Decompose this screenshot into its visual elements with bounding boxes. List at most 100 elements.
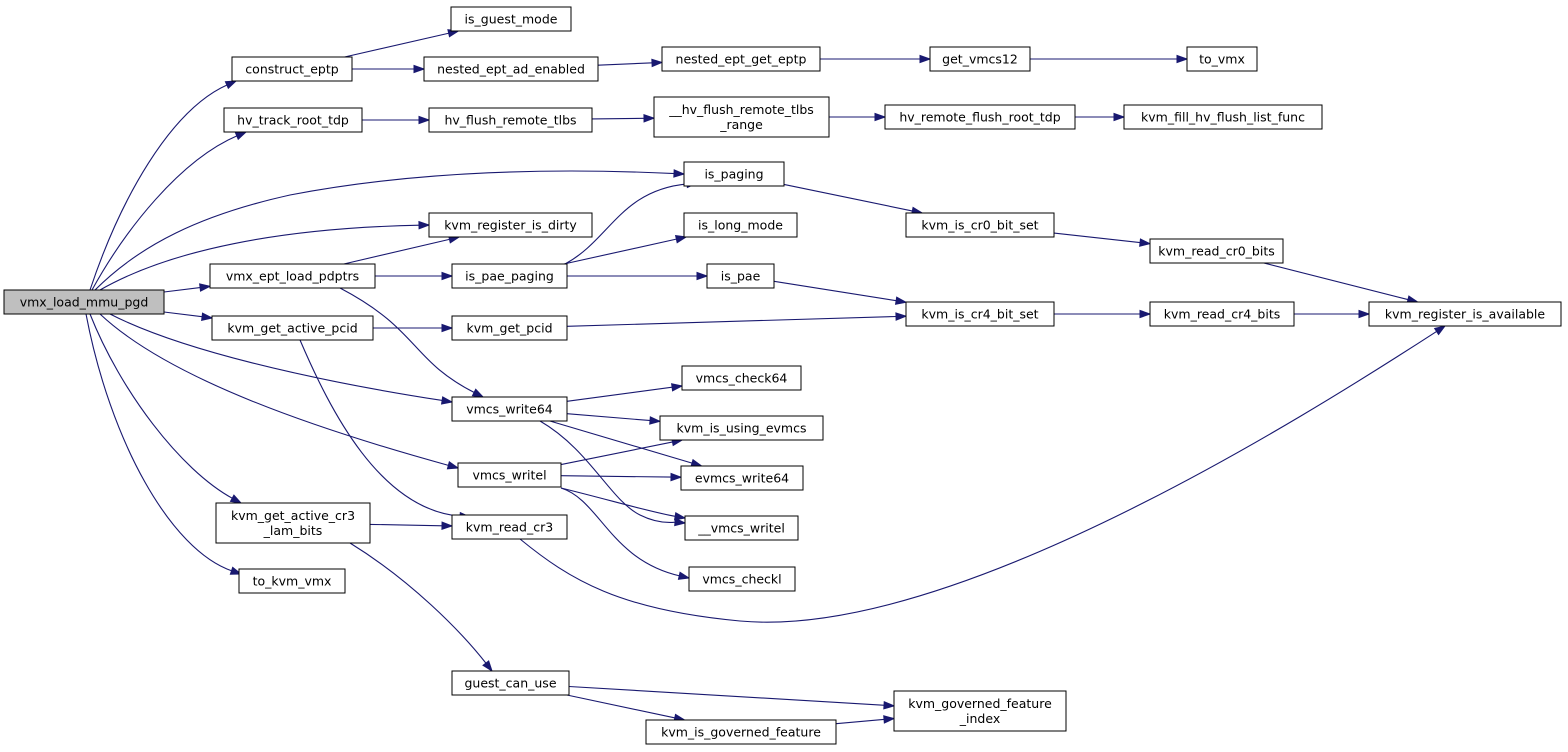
node-hv_remote_flush_root_tdp[interactable]: hv_remote_flush_root_tdp — [884, 104, 1076, 130]
arrowhead — [643, 113, 656, 123]
node-kvm_fill_hv_flush_list_func[interactable]: kvm_fill_hv_flush_list_func — [1123, 104, 1323, 130]
node-label: vmx_load_mmu_pgd — [20, 295, 149, 310]
node-hv_track_root_tdp[interactable]: hv_track_root_tdp — [223, 107, 363, 133]
edge-kvm_is_governed_feature-to-kvm_governed_feature_index — [835, 715, 896, 725]
arrowhead — [224, 80, 238, 90]
node-label: kvm_governed_feature — [908, 696, 1052, 711]
edge-vmcs_writel-to-vmcs_checkl — [560, 487, 691, 580]
node-box — [457, 462, 562, 488]
edge-line — [343, 238, 451, 265]
node-get_vmcs12[interactable]: get_vmcs12 — [929, 46, 1031, 72]
arrowhead — [677, 571, 691, 580]
node-hv_flush_remote_tlbs[interactable]: hv_flush_remote_tlbs — [428, 107, 593, 133]
node-vmcs_write64[interactable]: vmcs_write64 — [451, 396, 568, 422]
arrowhead — [440, 396, 454, 405]
node-kvm_read_cr0_bits[interactable]: kvm_read_cr0_bits — [1149, 238, 1284, 264]
node-vmcs_checkl[interactable]: vmcs_checkl — [688, 566, 796, 592]
node-is_guest_mode[interactable]: is_guest_mode — [450, 6, 572, 32]
node-kvm_read_cr3[interactable]: kvm_read_cr3 — [451, 514, 568, 540]
node-evmcs_write64[interactable]: evmcs_write64 — [680, 465, 804, 491]
edge-vmx_load_mmu_pgd-to-is_paging — [94, 169, 686, 291]
arrowhead — [229, 494, 243, 504]
node-construct_eptp[interactable]: construct_eptp — [231, 56, 353, 82]
node-label: is_paging — [704, 167, 763, 182]
node-kvm_is_using_evmcs[interactable]: kvm_is_using_evmcs — [659, 415, 824, 441]
node-label: vmcs_check64 — [696, 371, 788, 386]
node-label: kvm_get_active_cr3 — [231, 508, 355, 523]
arrowhead — [883, 700, 896, 710]
node-nested_ept_ad_enabled[interactable]: nested_ept_ad_enabled — [423, 56, 599, 82]
node-box — [706, 263, 775, 289]
node-to_vmx[interactable]: to_vmx — [1186, 46, 1258, 72]
node-box — [238, 568, 346, 594]
edge-line — [109, 313, 444, 402]
arrowhead — [883, 715, 896, 724]
arrowhead — [441, 323, 454, 333]
node-box — [905, 212, 1055, 238]
edge-vmx_load_mmu_pgd-to-to_kvm_vmx — [85, 313, 243, 575]
node-box — [653, 96, 830, 138]
node-label: evmcs_write64 — [695, 471, 789, 486]
node-box — [428, 212, 593, 238]
arrowhead — [1433, 325, 1447, 336]
arrowhead — [673, 169, 686, 178]
node-kvm_get_active_pcid[interactable]: kvm_get_active_pcid — [211, 315, 374, 341]
edge-vmx_ept_load_pdptrs-to-kvm_register_is_dirty — [343, 235, 461, 265]
node-vmx_ept_load_pdptrs[interactable]: vmx_ept_load_pdptrs — [209, 263, 376, 289]
node-label: kvm_is_cr0_bit_set — [921, 218, 1038, 233]
node-kvm_get_pcid[interactable]: kvm_get_pcid — [451, 315, 568, 341]
node-vmx_load_mmu_pgd[interactable]: vmx_load_mmu_pgd — [3, 289, 165, 315]
node-nested_ept_get_eptp[interactable]: nested_ept_get_eptp — [661, 46, 821, 72]
node-kvm_is_governed_feature[interactable]: kvm_is_governed_feature — [645, 719, 837, 745]
arrowhead — [418, 115, 431, 125]
edges-layer — [85, 29, 1447, 725]
node-box — [450, 6, 572, 32]
node-box — [428, 107, 593, 133]
node-kvm_read_cr4_bits[interactable]: kvm_read_cr4_bits — [1149, 301, 1295, 327]
edge-line — [835, 718, 886, 725]
node-label: vmx_ept_load_pdptrs — [226, 269, 359, 284]
edge-vmx_load_mmu_pgd-to-vmx_ept_load_pdptrs — [163, 283, 212, 293]
edge-line — [163, 311, 204, 318]
node-is_paging[interactable]: is_paging — [683, 161, 785, 187]
node-__hv_flush_remote_tlbs_range[interactable]: __hv_flush_remote_tlbs_range — [653, 96, 830, 138]
node-__vmcs_writel[interactable]: __vmcs_writel — [684, 515, 799, 541]
edge-kvm_is_cr4_bit_set-to-kvm_read_cr4_bits — [1054, 309, 1152, 319]
node-label: kvm_read_cr0_bits — [1158, 244, 1275, 259]
node-vmcs_writel[interactable]: vmcs_writel — [457, 462, 562, 488]
node-box — [905, 301, 1055, 327]
node-guest_can_use[interactable]: guest_can_use — [451, 670, 570, 696]
node-label: is_pae_paging — [465, 269, 554, 284]
edge-line — [563, 238, 678, 265]
arrowhead — [673, 511, 687, 521]
edge-is_pae-to-kvm_is_cr4_bit_set — [773, 280, 908, 305]
edge-line — [549, 420, 694, 464]
node-kvm_is_cr0_bit_set[interactable]: kvm_is_cr0_bit_set — [905, 212, 1055, 238]
node-label: __vmcs_writel — [697, 521, 785, 536]
edge-kvm_get_pcid-to-kvm_is_cr4_bit_set — [566, 312, 908, 327]
node-kvm_governed_feature_index[interactable]: kvm_governed_feature_index — [893, 690, 1067, 732]
node-vmcs_check64[interactable]: vmcs_check64 — [681, 365, 802, 391]
node-kvm_register_is_dirty[interactable]: kvm_register_is_dirty — [428, 212, 593, 238]
node-box — [688, 566, 796, 592]
arrowhead — [199, 283, 212, 292]
node-is_pae[interactable]: is_pae — [706, 263, 775, 289]
edge-line — [339, 287, 476, 394]
edge-line — [564, 183, 689, 265]
node-is_pae_paging[interactable]: is_pae_paging — [451, 263, 568, 289]
node-label: _index — [959, 711, 1000, 726]
edge-hv_track_root_tdp-to-hv_flush_remote_tlbs — [362, 115, 431, 125]
node-is_long_mode[interactable]: is_long_mode — [683, 212, 798, 238]
edge-vmx_ept_load_pdptrs-to-is_pae_paging — [375, 271, 454, 281]
edge-kvm_is_cr0_bit_set-to-kvm_read_cr0_bits — [1053, 232, 1152, 247]
node-to_kvm_vmx[interactable]: to_kvm_vmx — [238, 568, 346, 594]
edge-construct_eptp-to-is_guest_mode — [344, 29, 460, 58]
node-kvm_register_is_available[interactable]: kvm_register_is_available — [1368, 301, 1562, 327]
node-box — [1368, 301, 1562, 327]
node-kvm_get_active_cr3_lam_bits[interactable]: kvm_get_active_cr3_lam_bits — [215, 502, 371, 544]
node-box — [423, 56, 599, 82]
node-kvm_is_cr4_bit_set[interactable]: kvm_is_cr4_bit_set — [905, 301, 1055, 327]
edge-line — [99, 313, 450, 467]
node-box — [681, 365, 802, 391]
edge-vmx_load_mmu_pgd-to-kvm_register_is_dirty — [99, 220, 431, 291]
